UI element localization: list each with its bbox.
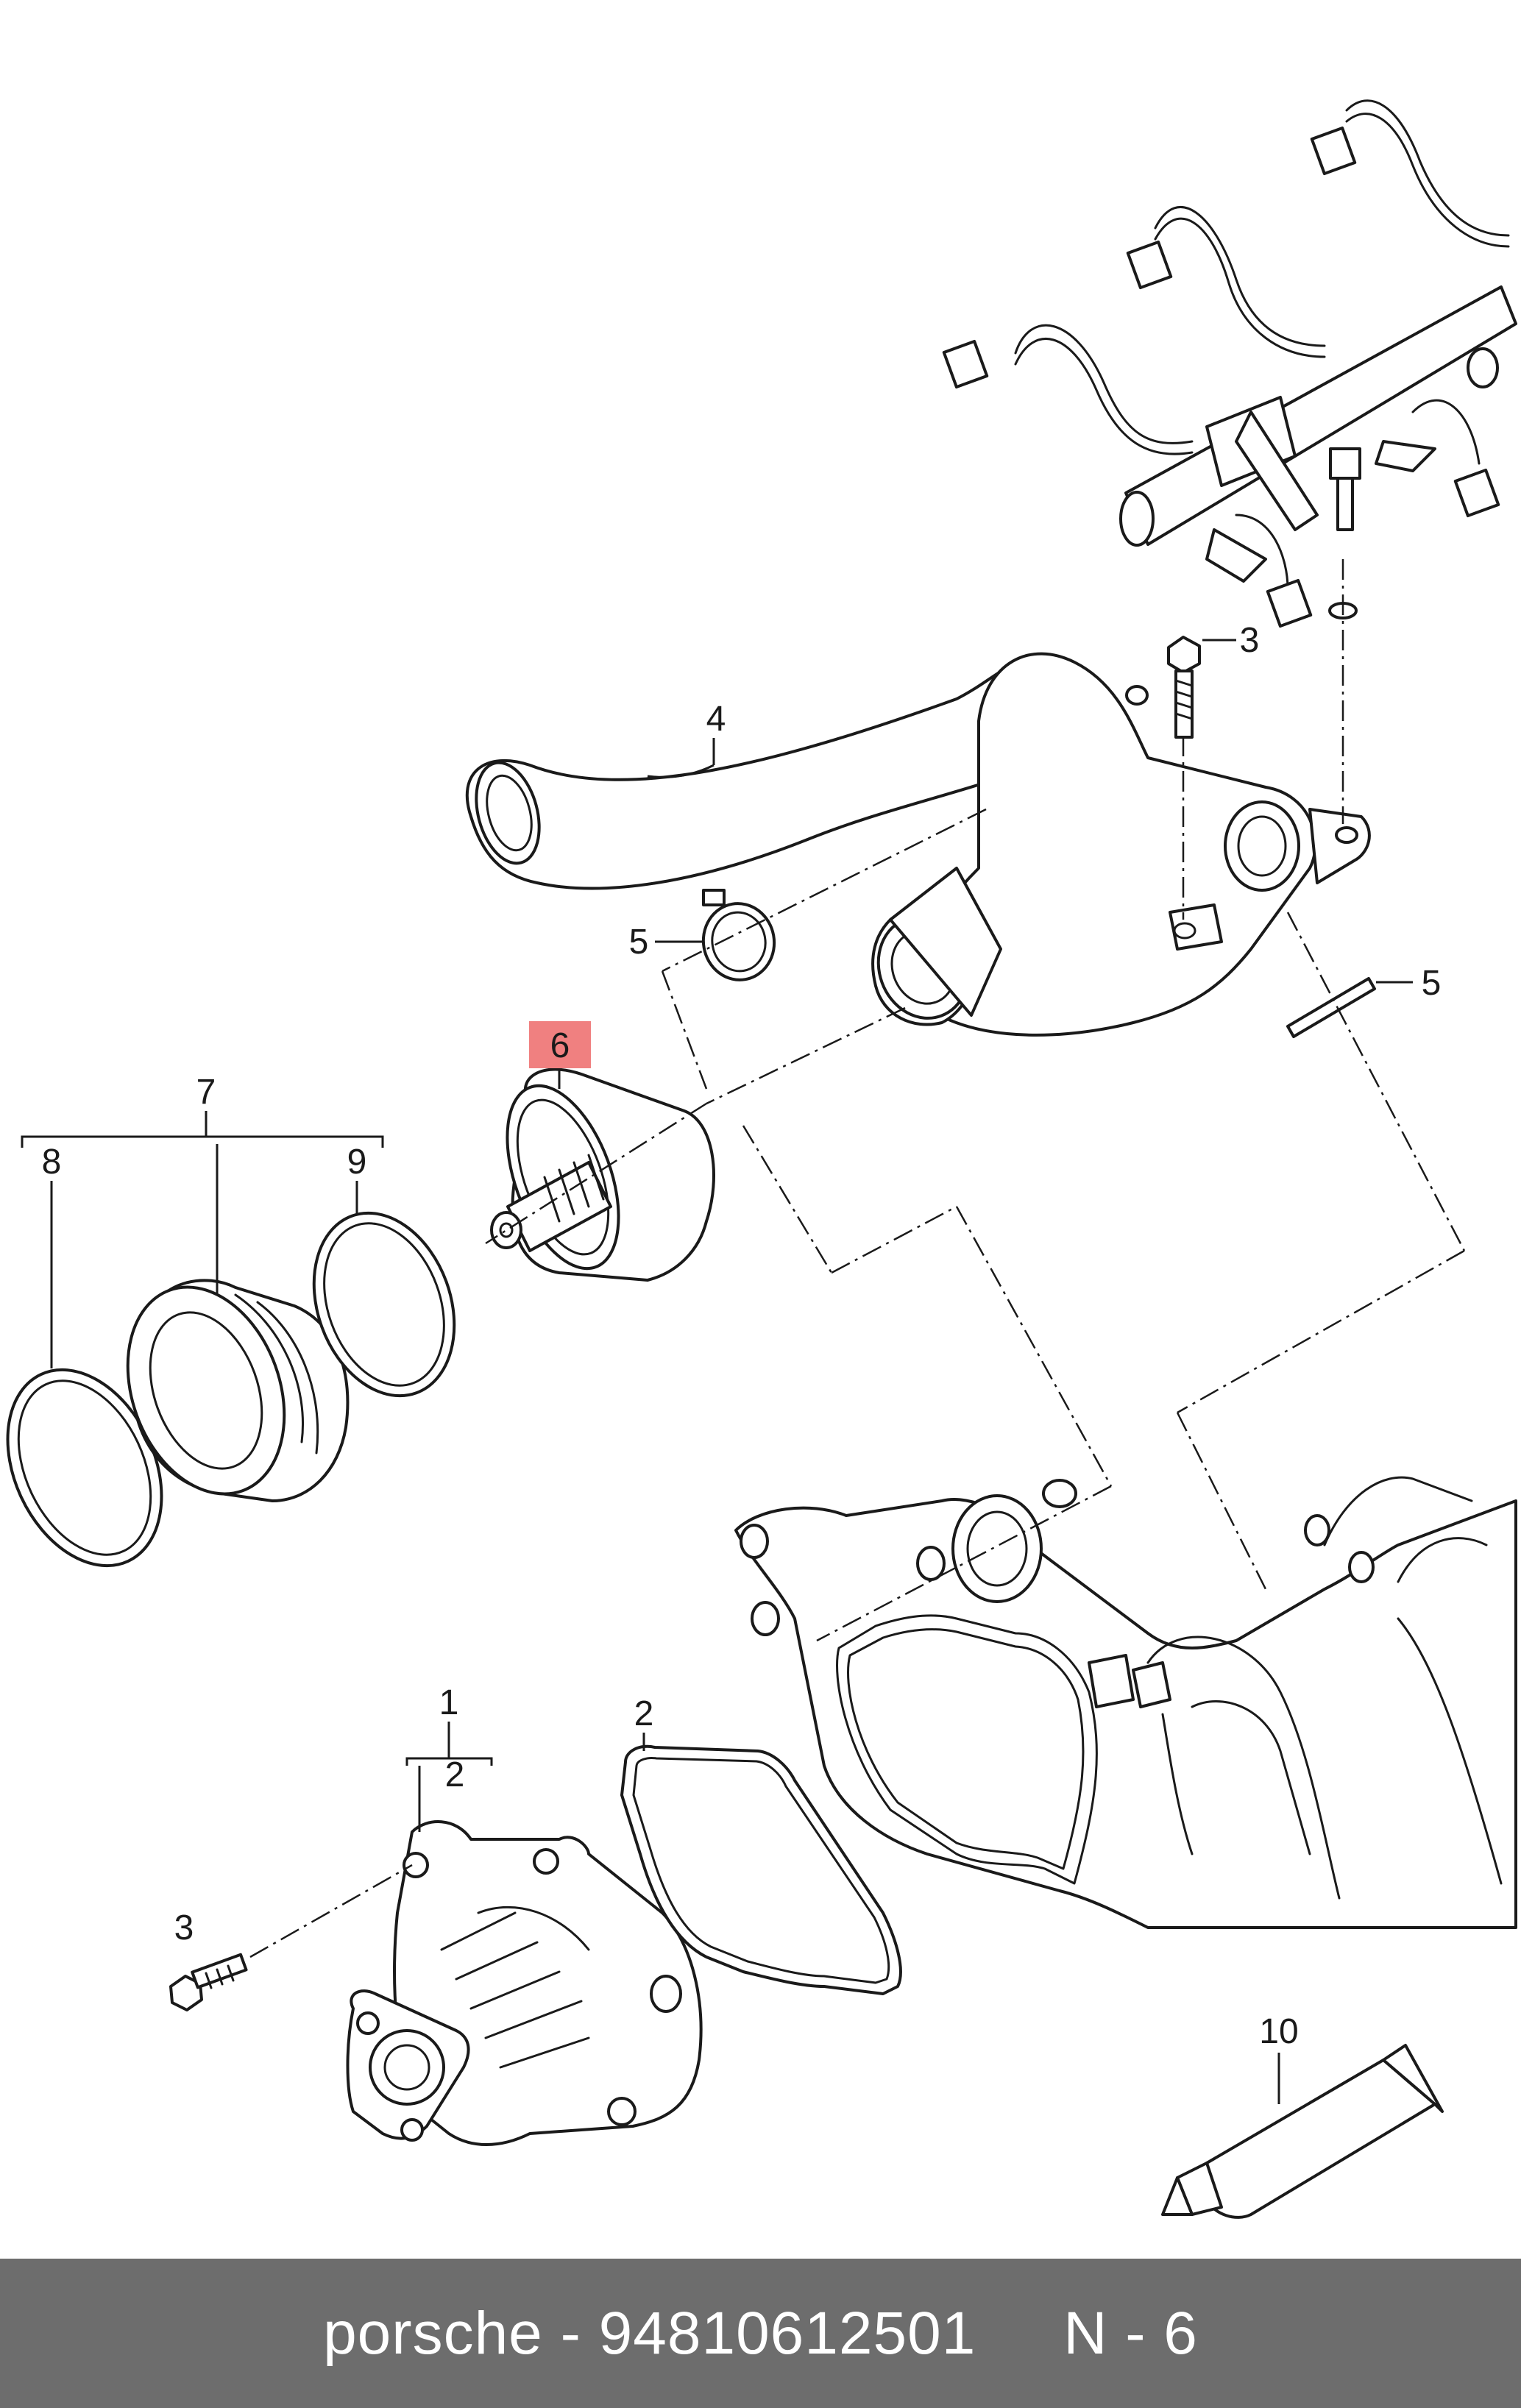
- callout-8: 8: [42, 1143, 62, 1182]
- assembly-lines: [249, 559, 1466, 1958]
- callout-3-bottom: 3: [174, 1908, 194, 1947]
- thermostat: [490, 1068, 715, 1282]
- thermostat-housing-pipe: [465, 652, 1371, 1037]
- callout-2-gasket: 2: [634, 1694, 654, 1733]
- callout-2-pump: 2: [445, 1755, 465, 1794]
- leader-lines: [21, 639, 1413, 2104]
- stud: [1286, 977, 1376, 1038]
- callout-5-stud: 5: [1422, 964, 1442, 1003]
- gasket: [620, 1744, 902, 1995]
- callout-5-clip: 5: [629, 923, 649, 962]
- bolt-fuel-rail: [1328, 447, 1361, 619]
- callout-6: 6: [550, 1026, 570, 1065]
- footer-bar: porsche - 94810612501 N - 6: [0, 2259, 1521, 2408]
- callout-3-top: 3: [1240, 621, 1260, 660]
- retaining-clip: [701, 889, 776, 981]
- callout-10: 10: [1259, 2012, 1298, 2051]
- callout-labels: 4 3 5 5 6 7 8 9 1 2 2 3 10: [42, 621, 1442, 2051]
- engine-block: [734, 1476, 1517, 1929]
- exploded-parts-diagram: 4 3 5 5 6 7 8 9 1 2 2 3 10: [6, 99, 1517, 2219]
- callout-1: 1: [439, 1683, 459, 1722]
- callout-9: 9: [347, 1143, 367, 1182]
- bolt-water-pump: [169, 1953, 248, 2011]
- fuel-rail-assembly: [942, 99, 1517, 628]
- footer-caption: porsche - 94810612501 N - 6: [323, 2299, 1198, 2367]
- callout-6-highlight: [529, 1021, 591, 1068]
- flange-sleeve: [126, 1279, 350, 1502]
- sealant-tube: [1161, 2044, 1444, 2219]
- callout-4: 4: [706, 700, 726, 739]
- water-pump: [346, 1820, 703, 2146]
- o-ring-right: [312, 1211, 456, 1398]
- bolt-housing: [1167, 636, 1201, 739]
- callout-7: 7: [196, 1073, 216, 1112]
